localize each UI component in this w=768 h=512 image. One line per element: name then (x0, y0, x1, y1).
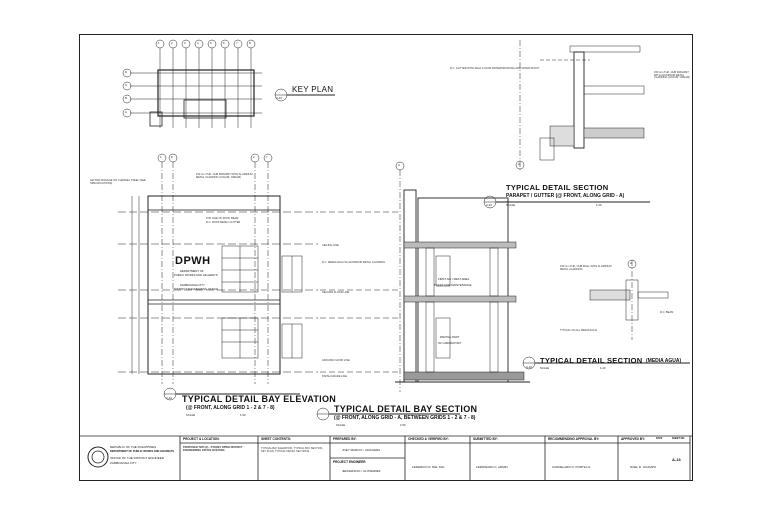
media-agua-scale-value: 1:20 (600, 366, 606, 370)
parapet-subtitle: PARAPET / GUTTER (@ FRONT, ALONG GRID - … (506, 193, 625, 199)
key-plan-grid-6: 6 (223, 41, 225, 45)
tb-contents-label: SHEET CONTENTS: (261, 437, 292, 441)
note-ceiling: CEILING LINE (322, 244, 339, 247)
key-plan-grid-c: C (125, 83, 128, 87)
key-plan-drawing (122, 39, 335, 128)
room-upper-2: TOILET FOR MAINTENANCE (434, 283, 472, 287)
dpwh-sub3: ZAMBOANGA CITY (180, 283, 205, 287)
tb-submitted-name: FERDINAND C. ADMIN (476, 465, 508, 469)
section-scale-label: SCALE (336, 423, 346, 427)
room-upper: FIRST AID / REST AREA (438, 277, 470, 281)
parapet-title: TYPICAL DETAIL SECTION (506, 183, 609, 192)
tb-date-label: DATE (656, 437, 663, 440)
tb-recommending-name: CANDELARIO F. PORTILLO (552, 465, 591, 469)
note-roof-beam: R.C. ROOF BEAM / GUTTER (206, 221, 241, 224)
dpwh-sub2: PUBLIC WORKS AND HIGHWAYS (174, 273, 218, 277)
key-plan-grid-7: 7 (236, 41, 238, 45)
bay-elevation-drawing (118, 153, 318, 401)
media-agua-title: TYPICAL DETAIL SECTION (540, 356, 643, 365)
note-section-2: R.C. BEAM (660, 311, 674, 314)
media-agua-sheet-ref: A-16 (526, 365, 532, 369)
elev-grid-8: 8 (171, 155, 173, 159)
elev-grid-1: 1 (160, 155, 162, 159)
parapet-sheet-ref: A-16 (486, 203, 492, 207)
note-section-1: 150 mm THK. CHB WALL WITH ALUMINUM METAL… (560, 265, 612, 271)
key-plan-grid-2: 2 (171, 41, 173, 45)
elevation-title: TYPICAL DETAIL BAY ELEVATION (182, 394, 337, 404)
tb-checked-name: FEDERICO R. DEL SOL (412, 465, 445, 469)
parapet-detail-drawing (483, 40, 650, 209)
parapet-grid-a: A (518, 162, 520, 166)
media-agua-subtitle: (MEDIA AGUA) (646, 358, 682, 364)
elevation-scale-label: SCALE (186, 413, 196, 417)
room-lower: PARTIAL PART (440, 335, 460, 339)
elevation-subtitle: (@ FRONT, ALONG GRID 1 - 2 & 7 - 8) (186, 405, 275, 411)
tb-contents-value: TYPICAL BAY ELEVATION, TYPICAL BAY SECTI… (261, 447, 324, 453)
tb-recommending-label: RECOMMENDING APPROVAL BY: (548, 437, 600, 441)
dpwh-sub1: DEPARTMENT OF (180, 269, 204, 273)
tb-agency-2: DEPARTMENT OF PUBLIC WORKS AND HIGHWAYS (110, 450, 175, 453)
elev-grid-7: 7 (266, 155, 268, 159)
note-gutter: R.C. GUTTER WITH WALL FLOOR WATERPROOFIN… (450, 67, 540, 70)
tb-prepared-label: PREPARED BY: (333, 437, 357, 441)
elevation-sheet-ref: A-16 (166, 396, 172, 400)
media-agua-grid-a: A (630, 261, 632, 265)
note-letter-signage: LETTER SIGNAGE ON CHANNEL STEEL (SEE SPE… (90, 179, 146, 185)
room-lower-2: OF LABORATORY (438, 341, 462, 345)
tb-designer-label: PROJECT ENGINEER (333, 460, 366, 464)
note-parapet: 150 mm THK. CHB PARAPET WITH ALUMINUM ME… (196, 173, 253, 179)
tb-agency-4: ZAMBOANGA CITY (110, 461, 137, 465)
tb-approved-label: APPROVED BY: (621, 437, 646, 441)
key-plan-grid-4: 4 (197, 41, 199, 45)
key-plan-grid-d: D (125, 70, 128, 74)
tb-agency-3: OFFICE OF THE DISTRICT ENGINEER (110, 456, 164, 460)
dpwh-sub4: DISTRICT ENGINEERING OFFICE (174, 287, 219, 291)
drawing-sheet (79, 34, 693, 481)
tb-approved-name: NOEL R. OCAMPO (630, 465, 657, 469)
key-plan-grid-b: B (125, 96, 127, 100)
key-plan-title: KEY PLAN (292, 85, 334, 94)
elevation-scale-value: 1:50 (240, 413, 246, 417)
key-plan-grid-a: A (125, 110, 127, 114)
tb-prepared-name: JOEY MARCO I. GRAGERA (342, 448, 381, 452)
tb-project-label: PROJECT & LOCATION: (183, 437, 220, 441)
tb-sheet-no: A-16 (672, 457, 681, 462)
section-title: TYPICAL DETAIL BAY SECTION (334, 404, 478, 414)
section-subtitle: (@ FRONT, ALONG GRID - A, BETWEEN GRIDS … (334, 415, 476, 421)
key-plan-grid-1: 1 (158, 41, 160, 45)
title-block-grid (79, 435, 693, 481)
tb-checked-label: CHECKED & VERIFIED BY: (408, 437, 449, 441)
note-ground-floor: GROUND FLOOR LINE (322, 359, 350, 362)
parapet-scale-label: SCALE (506, 203, 516, 207)
key-plan-grid-5: 5 (210, 41, 212, 45)
media-agua-detail-drawing (522, 259, 690, 370)
bay-section-drawing (316, 161, 530, 421)
parapet-scale-value: 1:20 (596, 203, 602, 207)
dpwh-signage: DPWH (175, 255, 211, 267)
note-top-roof: TOP LINE OF ROOF BEAM (206, 217, 239, 220)
tb-project-value: PROPOSED TWO (2) - STOREY DPWH DISTRICT … (183, 446, 243, 452)
note-finish-grade: FINISH GRADE LINE (322, 375, 347, 378)
key-plan-sheet-ref: A-16 (276, 96, 282, 100)
key-plan-grid-8: 8 (249, 41, 251, 45)
note-parapet-2: 150 mm THK. CHB PARAPET WITH ALUMINUM ME… (654, 71, 690, 80)
tb-designer-name: JEFFERSON I. GUTIERREZ (342, 469, 381, 473)
note-section-3: TYPICAL ON ALL MEDIA AGUA (560, 329, 598, 332)
key-plan-grid-3: 3 (184, 41, 186, 45)
note-second-floor: SECOND FLOOR LINE (322, 291, 350, 294)
tb-agency-1: REPUBLIC OF THE PHILIPPINES (110, 445, 157, 449)
note-media-agua: R.C. MEDIA AGUA W/ ALUMINUM METAL CLADDI… (322, 261, 386, 264)
tb-submitted-label: SUBMITTED BY: (473, 437, 498, 441)
section-grid-a: A (398, 163, 400, 167)
elev-grid-2: 2 (253, 155, 255, 159)
media-agua-scale-label: SCALE (540, 366, 550, 370)
section-scale-value: 1:50 (400, 423, 406, 427)
tb-sheet-label: SHEET NO. (672, 437, 685, 440)
